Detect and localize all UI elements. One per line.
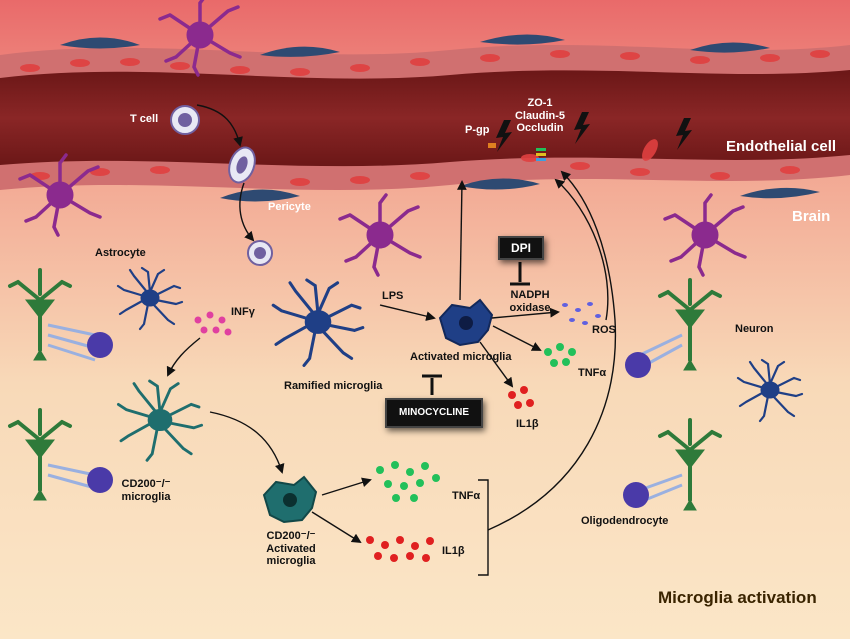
tnfa-particles-2 (376, 461, 440, 502)
t-cell-label: T cell (130, 113, 159, 125)
cd200-microglia-label: CD200⁻/⁻ microglia (116, 478, 176, 503)
diagram-title: Microglia activation (658, 588, 817, 607)
pericyte-label: Pericyte (268, 201, 311, 213)
tight-junction-markers (488, 143, 546, 161)
nadph-label: NADPH (510, 289, 550, 301)
nadph-oxidase-label: NADPH oxidase (500, 289, 560, 314)
ramified-microglia-label: Ramified microglia (284, 380, 383, 392)
zo1-label: ZO-1 (527, 97, 553, 109)
cd200-activated-knockout-label: CD200⁻/⁻ (266, 530, 316, 542)
dpi-inhibitor-box: DPI (498, 236, 544, 260)
inhibition-bars (422, 262, 530, 395)
brain-label: Brain (792, 208, 831, 225)
cytokine-bracket (478, 479, 489, 576)
minocycline-inhibitor-box: MINOCYCLINE (385, 398, 483, 428)
tnfa-label-2: TNFα (452, 490, 481, 502)
endothelial-cell-label: Endothelial cell (726, 138, 837, 155)
cd200-activated-label: CD200⁻/⁻ Activated microglia (258, 530, 324, 568)
oligodendrocyte-label: Oligodendrocyte (581, 515, 669, 527)
cd200-activated-word-label: Activated (266, 542, 316, 555)
ros-particles (562, 302, 601, 325)
il1b-particles-2 (366, 536, 434, 562)
infy-particles (194, 311, 232, 336)
oxidase-label: oxidase (509, 301, 551, 314)
activated-microglia-cell (438, 298, 494, 347)
neuron-label: Neuron (735, 323, 774, 335)
pgp-label: P-gp (465, 124, 490, 136)
lps-label: LPS (382, 290, 404, 302)
il1b-particles-1 (508, 386, 534, 409)
blood-vessel (0, 34, 850, 202)
cd200-activated-microglia-word-label: microglia (266, 555, 316, 568)
il1b-label-2: IL1β (442, 545, 465, 557)
cd200-knockout-label: CD200⁻/⁻ (121, 478, 171, 490)
ros-label: ROS (592, 324, 616, 336)
tnfa-particles-1 (544, 343, 576, 367)
t-cells (170, 105, 273, 266)
oligodendrocyte-cells (87, 332, 651, 508)
occludin-label: Occludin (516, 122, 564, 135)
activated-microglia-label: Activated microglia (410, 351, 512, 363)
tnfa-label-1: TNFα (578, 367, 607, 379)
damage-icons (496, 112, 692, 152)
neuron-cells (8, 268, 722, 512)
claudin5-label: Claudin-5 (514, 109, 566, 122)
infy-label: INFγ (231, 306, 255, 318)
il1b-label-1: IL1β (516, 418, 539, 430)
pathway-arrows (166, 104, 617, 544)
tight-junction-label: ZO-1 Claudin-5 Occludin (510, 97, 570, 135)
microglia-label: microglia (121, 490, 171, 503)
red-blood-cells (20, 50, 830, 186)
astrocyte-label: Astrocyte (95, 247, 146, 259)
cd200-activated-microglia-cell (262, 475, 318, 524)
